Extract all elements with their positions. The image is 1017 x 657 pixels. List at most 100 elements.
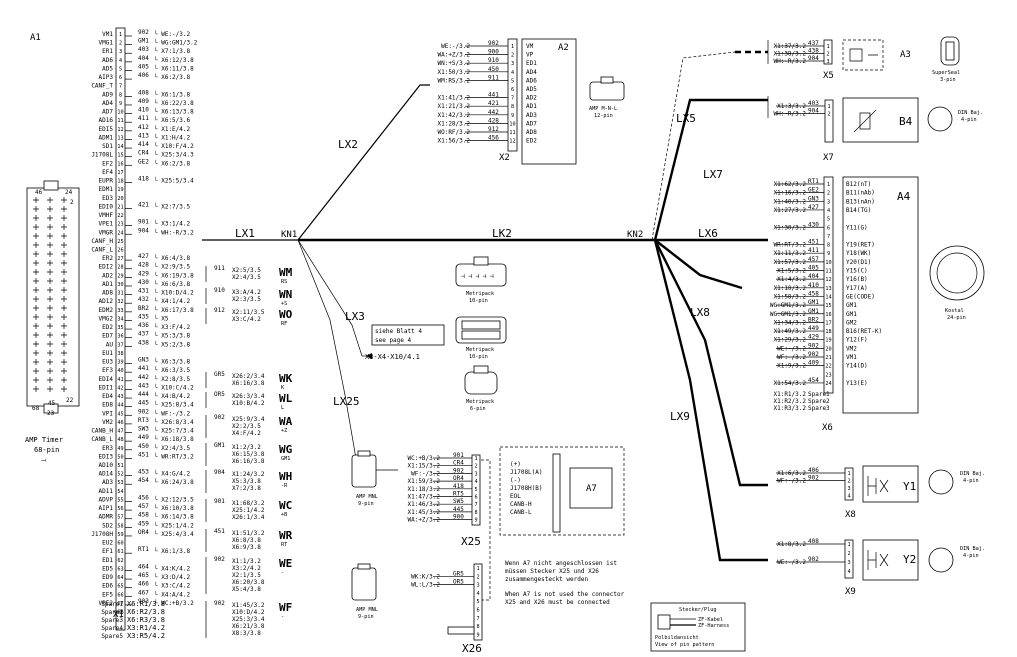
a4-pin-label: VM1 (846, 354, 857, 361)
splice-id: WF (279, 601, 292, 614)
a1-spare-label: Spare4 (101, 625, 123, 632)
a1-wire-number: 431 (138, 288, 149, 295)
note-de: zusammengesteckt werden (505, 576, 588, 583)
a1-pin-mark (61, 260, 67, 266)
a1-wire-destination: └ X6:1/3.8 (154, 547, 191, 555)
a2-wire-destination: X1:28/3.2 (437, 120, 470, 127)
splice-sub: L (281, 405, 284, 411)
a4-wire-destination: X1:29/3.2 (773, 337, 806, 344)
y1-plug-caption: 4-pin (963, 478, 979, 484)
a1-pin-label: EDI4 (99, 376, 114, 383)
a4-pin-number: 14 (825, 294, 831, 300)
a1-wire-number: 902 (138, 29, 149, 36)
splice-id: WC (279, 499, 292, 512)
a2-wire-destination: X1:21/3.2 (437, 103, 470, 110)
a3-sensor-icon (849, 48, 878, 62)
a1-wire-number: 428 (138, 262, 149, 269)
a1-pin-mark (47, 377, 53, 383)
a1-pin-mark (33, 305, 39, 311)
splice-sub: RS (281, 279, 287, 285)
legend-line: ZF-Kabel (698, 617, 723, 623)
a1-pin-mark (33, 233, 39, 239)
a1-pin-number: 23 (117, 222, 123, 228)
splice-id: WG (279, 443, 293, 456)
splice-destination: X6:9/3.8 (232, 544, 261, 551)
x25-pin-number: 2 (474, 464, 477, 470)
a1-pin-mark (47, 296, 53, 302)
y2-wire-destination: WE:-/3.2 (777, 559, 806, 566)
y2-conn: X9 (845, 587, 856, 597)
a1-pin-mark (33, 206, 39, 212)
a7-frame (499, 446, 625, 536)
a1-wire-number: CR4 (138, 150, 149, 157)
a2-wire-destination: X1:42/3.2 (437, 112, 470, 119)
a1-pin-mark (47, 350, 53, 356)
a1-pin-label: VPE2 (99, 600, 114, 607)
a1-wire-destination: └ X5:3/3.8 (154, 332, 191, 340)
splice-sub: RF (281, 321, 287, 327)
a1-wire-number: 458 (138, 512, 149, 519)
y1-pin-number: 2 (847, 479, 850, 485)
a4-pin-number: 24 (825, 381, 831, 387)
y2-plug-caption: 4-pin (963, 553, 979, 559)
a1-pin-number: 2 (119, 41, 122, 47)
splice-id: WR (279, 529, 293, 542)
a4-wire-number: RT1 (808, 178, 819, 185)
a7-pin-label: J1708H(B) (510, 485, 543, 492)
a1-wire-number: 436 (138, 322, 149, 329)
a1-pin-number: 44 (117, 403, 123, 409)
a1-wire-number: 451 (138, 451, 149, 458)
a4-wire-destination: WE:-/3.2 (777, 345, 806, 352)
x25-wire-destination: X1:18/3.2 (407, 486, 440, 493)
a1-pin-mark (33, 332, 39, 338)
a4-pin-number: 9 (827, 251, 830, 257)
a1-wire-destination: └ X6:3/3.8 (154, 358, 191, 366)
x26-pin-number: 8 (476, 624, 479, 630)
a2-pin-label: AD1 (526, 103, 537, 110)
a4-pin-label: Y15(C) (846, 268, 868, 275)
a3-wire-destination: WH:-R/3.2 (773, 58, 806, 65)
a4-wire-destination: X1:40/3.2 (773, 198, 806, 205)
a4-pin-number: 15 (825, 303, 831, 309)
y1-pin-number: 4 (847, 494, 850, 500)
a4-spare-destination: X1:R2/3.2 (773, 398, 806, 405)
a1-pin-mark (61, 269, 67, 275)
x26-wire-destination: WL:L/3.2 (411, 582, 440, 589)
a1-pin-mark (47, 341, 53, 347)
a4-wire-number: BR2 (808, 316, 819, 323)
a4-plug-caption: 24-pin (947, 315, 966, 321)
a1-wire-number: BR2 (138, 305, 149, 312)
a1-pin-number: 64 (117, 575, 123, 581)
a1-pin-mark (61, 224, 67, 230)
a1-wire-number: 429 (138, 270, 149, 277)
a1-wire-destination: └ X6:18/3.8 (154, 435, 194, 443)
a4-wire-number: 410 (808, 282, 819, 289)
a1-pin-number: 60 (117, 541, 123, 547)
a4-wire-number: 902 (808, 342, 819, 349)
a1-pin-number: 37 (117, 342, 123, 348)
x25-wire-destination: X1:59/3.2 (407, 478, 440, 485)
x25-wire-destination: WF:-/3.2 (411, 470, 440, 477)
a1-wire-destination: └ X10:C/4.2 (154, 383, 194, 391)
a1-pin-label: CANB_L (91, 436, 113, 443)
a1-wire-number: 459 (138, 520, 149, 527)
a1-pin-label: EU3 (102, 359, 113, 366)
a1-wire-number: 465 (138, 572, 149, 579)
a4-wire-number: 458 (808, 290, 819, 297)
a1-wire-number: 404 (138, 55, 149, 62)
x25-x26-dashed-link (481, 459, 491, 601)
a1-pin-number: 40 (117, 368, 123, 374)
